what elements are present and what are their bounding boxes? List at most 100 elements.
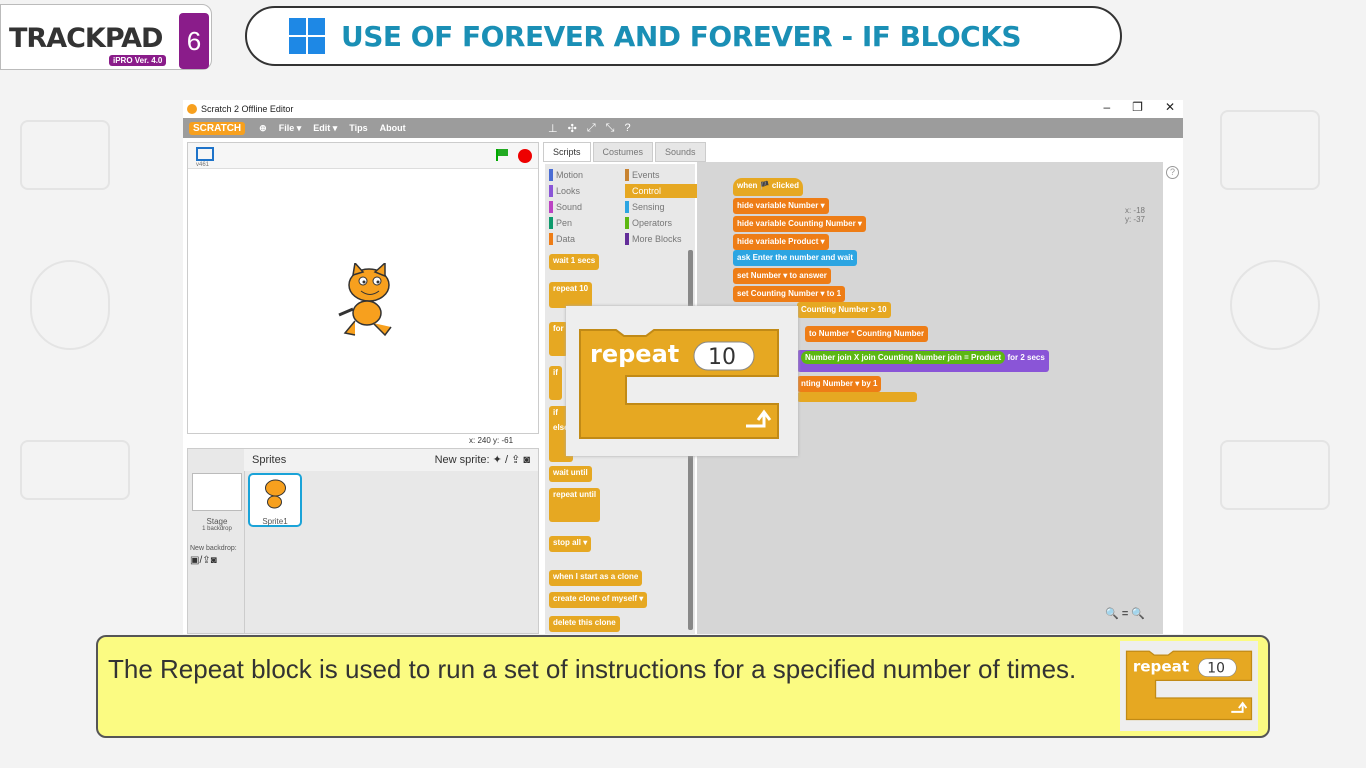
script-hide-product[interactable]: hide variable Product ▾ (733, 234, 829, 250)
stage-thumbnail[interactable] (192, 473, 242, 511)
sprite1-label: Sprite1 (262, 517, 288, 526)
sprites-pane: Sprites New sprite: ✦ / ⇪ ◙ Stage 1 back… (187, 448, 539, 634)
caption-text: The Repeat block is used to run a set of… (108, 654, 1077, 684)
new-sprite-label: New sprite: (434, 454, 490, 466)
repeat-block[interactable]: repeat 10 (549, 282, 593, 308)
delete-icon[interactable]: ✣ (567, 123, 577, 135)
backdrop-library-icon[interactable]: ▣ (190, 555, 200, 566)
new-backdrop-label: New backdrop: (190, 545, 237, 552)
category-motion[interactable]: Motion (549, 168, 625, 182)
duplicate-icon[interactable]: ⊥ (548, 123, 558, 135)
category-label: Data (556, 234, 576, 244)
category-sensing[interactable]: Sensing (625, 200, 699, 214)
upload-backdrop-icon[interactable]: ⇪ (202, 555, 211, 566)
sprite-xy-readout: x: -18 y: -37 (1124, 206, 1145, 224)
create-clone-block[interactable]: create clone of myself ▾ (549, 592, 648, 608)
brand-grade: 6 (179, 13, 209, 69)
sprites-label: Sprites (252, 454, 287, 466)
script-when-clicked[interactable]: when 🏴 clicked (733, 178, 803, 196)
menu-file[interactable]: File ▾ (278, 122, 302, 133)
category-color-swatch (625, 233, 629, 245)
delete-clone-block[interactable]: delete this clone (549, 616, 620, 632)
category-operators[interactable]: Operators (625, 216, 699, 230)
close-button[interactable]: ✕ (1164, 100, 1175, 114)
upload-sprite-icon[interactable]: ⇪ (511, 454, 521, 466)
background-doodle (1230, 260, 1320, 350)
camera-sprite-icon[interactable]: ◙ (523, 454, 530, 466)
loop-arrow-icon (746, 409, 772, 428)
script-repeat-end[interactable] (797, 392, 917, 402)
repeat-block-small: repeat 10 (1125, 650, 1253, 721)
repeat-block-thumbnail: repeat 10 (1120, 641, 1258, 731)
wait-block[interactable]: wait 1 secs (549, 254, 600, 270)
windows-icon (289, 18, 325, 54)
menu-tips[interactable]: Tips (349, 123, 368, 133)
if-block[interactable]: if (549, 366, 562, 400)
draw-backdrop-icon[interactable]: / (199, 555, 203, 566)
sprites-divider (244, 449, 245, 633)
globe-icon[interactable]: ⊕ (259, 122, 267, 133)
maximize-button[interactable]: ❐ (1132, 100, 1143, 114)
stage-toolbar: v461 (188, 143, 538, 169)
help-circle-icon[interactable]: ? (1166, 166, 1179, 179)
stop-icon[interactable] (518, 149, 532, 163)
script-change[interactable]: nting Number ▾ by 1 (797, 376, 882, 392)
category-data[interactable]: Data (549, 232, 625, 246)
green-flag-icon[interactable] (496, 149, 508, 161)
tab-scripts[interactable]: Scripts (543, 142, 591, 162)
shrink-icon[interactable]: ⤡ (605, 122, 615, 134)
minimize-button[interactable]: – (1103, 100, 1111, 114)
repeat-until-block[interactable]: repeat until (549, 488, 601, 522)
help-icon[interactable]: ? (624, 122, 631, 134)
category-pen[interactable]: Pen (549, 216, 625, 230)
zoom-controls[interactable]: 🔍 = 🔍 (1105, 608, 1145, 620)
category-sound[interactable]: Sound (549, 200, 625, 214)
script-set-number[interactable]: set Number ▾ to answer (733, 268, 831, 284)
script-set-product[interactable]: to Number * Counting Number (805, 326, 929, 342)
camera-backdrop-icon[interactable]: ◙ (210, 555, 217, 566)
clone-start-block[interactable]: when I start as a clone (549, 570, 643, 586)
script-say-end: for 2 secs (1007, 353, 1045, 362)
forever-block[interactable]: for (549, 322, 568, 356)
cat-sprite[interactable] (333, 263, 403, 343)
category-label: Sound (556, 202, 583, 212)
category-events[interactable]: Events (625, 168, 699, 182)
category-color-swatch (625, 201, 629, 213)
category-label: Control (632, 186, 662, 196)
sprite1-thumbnail[interactable] (248, 473, 302, 527)
tab-costumes[interactable]: Costumes (592, 142, 654, 162)
script-repeat-until[interactable]: Counting Number > 10 (797, 302, 891, 318)
version-label: v461 (196, 162, 210, 168)
script-hide-number[interactable]: hide variable Number ▾ (733, 198, 829, 214)
category-color-swatch (625, 185, 629, 197)
menu-edit[interactable]: Edit ▾ (313, 122, 338, 133)
script-ask[interactable]: ask Enter the number and wait (733, 250, 858, 266)
category-label: More Blocks (632, 234, 682, 244)
repeat-block-zoom: repeat 10 (566, 306, 798, 456)
scratch-window: Scratch 2 Offline Editor – ❐ ✕ SCRATCH ⊕… (183, 100, 1183, 634)
caption-box: The Repeat block is used to run a set of… (96, 635, 1270, 738)
category-control[interactable]: Control (625, 184, 699, 198)
fullscreen-icon[interactable] (196, 147, 214, 161)
slide-title: USE OF FOREVER AND FOREVER - IF BLOCKS (341, 19, 1022, 53)
repeat-large-label: repeat (590, 340, 679, 368)
scratch-logo[interactable]: SCRATCH (189, 121, 246, 135)
category-label: Pen (556, 218, 573, 228)
brand-version: iPRO Ver. 4.0 (109, 55, 167, 66)
brand-name: TRACKPAD (9, 23, 163, 54)
tab-sounds[interactable]: Sounds (655, 142, 706, 162)
grow-icon[interactable]: ⤢ (586, 122, 596, 134)
paint-sprite-icon[interactable]: ✦ (492, 454, 502, 466)
script-hide-counting[interactable]: hide variable Counting Number ▾ (733, 216, 866, 232)
menu-about[interactable]: About (379, 123, 406, 133)
category-label: Operators (632, 218, 673, 228)
stage[interactable]: v461 (187, 142, 539, 434)
wait-until-block[interactable]: wait until (549, 466, 592, 482)
draw-sprite-icon[interactable]: / (504, 454, 508, 466)
stop-block[interactable]: stop all ▾ (549, 536, 592, 552)
category-more-blocks[interactable]: More Blocks (625, 232, 699, 246)
script-set-counting[interactable]: set Counting Number ▾ to 1 (733, 286, 846, 302)
category-looks[interactable]: Looks (549, 184, 625, 198)
script-say[interactable]: Number join X join Counting Number join … (797, 350, 1049, 372)
brand-logo: TRACKPAD iPRO Ver. 4.0 6 (0, 4, 212, 70)
